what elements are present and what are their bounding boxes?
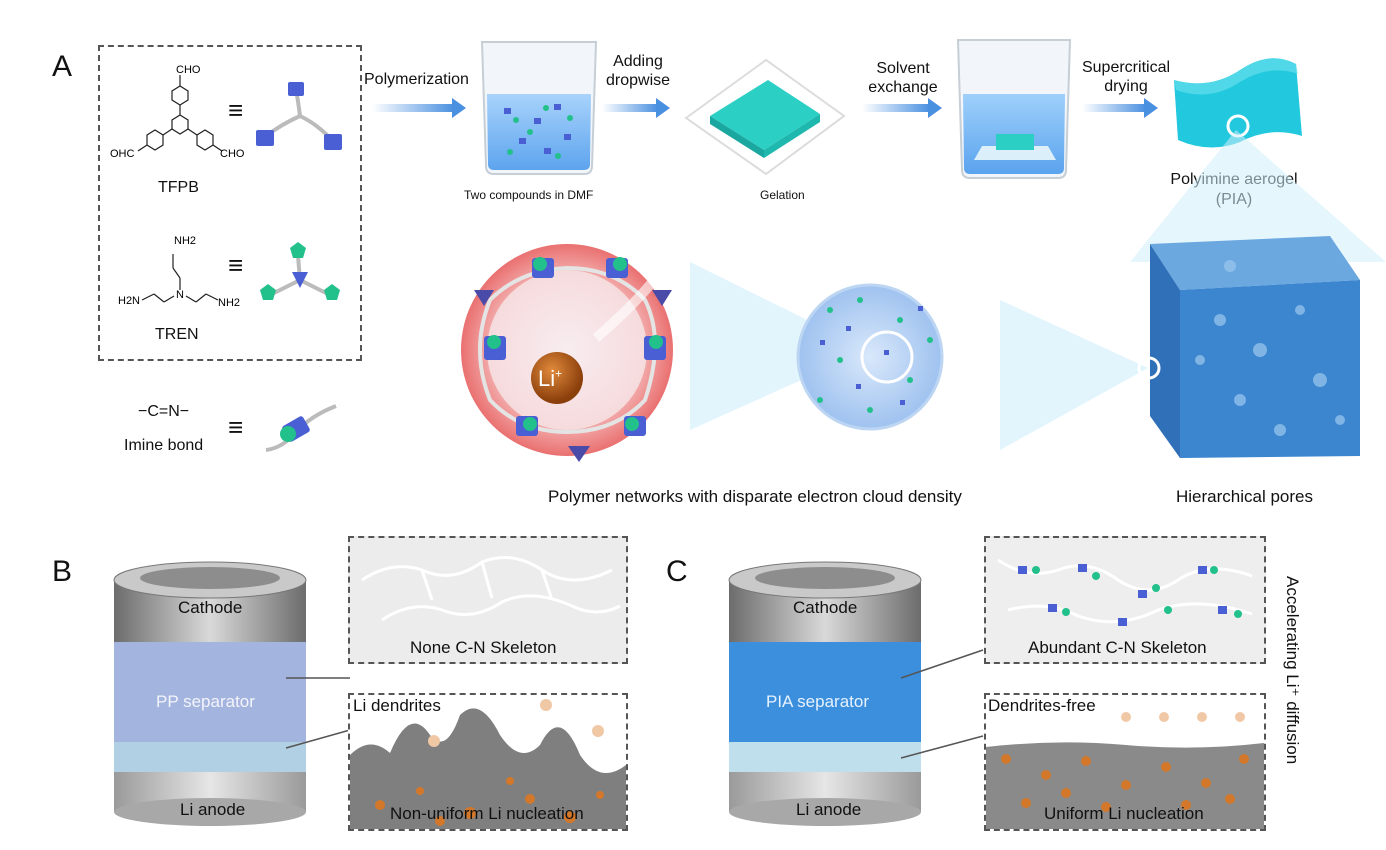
cathode-label-c: Cathode <box>793 598 858 617</box>
tfpb-model-icon <box>256 82 342 150</box>
pores-caption: Hierarchical pores <box>1176 487 1313 506</box>
tfpb-structure: CHO OHC CHO <box>110 64 245 160</box>
inset-c-skeleton-label: Abundant C-N Skeleton <box>1028 638 1207 657</box>
inset-b-dendrites-label: Li dendrites <box>353 696 441 715</box>
tren-structure: NH2 N H2N NH2 <box>118 235 240 309</box>
label-drying: drying <box>1104 78 1148 95</box>
label-solvent: Solvent <box>876 60 930 77</box>
anode-label-b: Li anode <box>180 800 246 819</box>
anode-label-c: Li anode <box>796 800 862 819</box>
beaker-monomers <box>480 41 598 175</box>
cathode-label-b: Cathode <box>178 598 243 617</box>
imine-formula: −C=N− <box>138 403 190 420</box>
tren-model-icon <box>260 242 340 300</box>
separator-label-c: PIA separator <box>766 692 870 711</box>
separator-label-b: PP separator <box>156 692 255 711</box>
network-zoom-graphic <box>461 130 1386 462</box>
network-caption: Polymer networks with disparate electron… <box>548 487 962 506</box>
imine-equiv: ≡ <box>228 412 244 442</box>
inset-b-skeleton-graphic <box>361 556 621 622</box>
label-exchange: exchange <box>868 79 938 96</box>
panel-label-b: B <box>52 555 73 588</box>
imine-model-icon <box>265 404 337 452</box>
tfpb-name: TFPB <box>158 179 199 196</box>
beaker-solvent-exchange <box>956 39 1072 179</box>
inset-c-skeleton <box>984 536 1266 664</box>
ring-nodes <box>474 257 672 462</box>
inset-c-dendrites-label: Dendrites-free <box>988 696 1096 715</box>
arrow-solvent <box>862 98 942 118</box>
aerogel-piece <box>1174 58 1302 148</box>
inset-b-skeleton <box>348 536 628 664</box>
arrow-polymerization <box>372 98 466 118</box>
tfpb-ohc-left: OHC <box>110 148 135 160</box>
tfpb-cho-top: CHO <box>176 64 201 76</box>
inset-b-dendrites-graphic <box>350 699 626 829</box>
tren-n: N <box>176 289 184 301</box>
label-two-compounds: Two compounds in DMF <box>464 188 594 202</box>
tfpb-cho-right: CHO <box>220 148 245 160</box>
inset-c-dendrites-graphic <box>986 712 1264 829</box>
porous-cube <box>1137 236 1360 458</box>
process-arrows <box>372 98 1158 118</box>
side-label-diffusion: Accelerating Li⁺ diffusion <box>1283 576 1302 765</box>
inset-b-skeleton-label: None C-N Skeleton <box>410 638 557 657</box>
label-supercritical: Supercritical <box>1081 59 1171 76</box>
inset-c-skeleton-graphic <box>997 558 1253 626</box>
battery-pia <box>728 561 984 826</box>
tren-nh2-right: NH2 <box>218 297 240 309</box>
battery-pp <box>113 561 351 826</box>
li-ion-charge: + <box>555 366 563 381</box>
tren-equiv: ≡ <box>228 250 244 280</box>
imine-name: Imine bond <box>124 437 204 454</box>
inset-b-nucleation-label: Non-uniform Li nucleation <box>390 804 584 823</box>
inset-c-nucleation-label: Uniform Li nucleation <box>1044 804 1204 823</box>
panel-label-a: A <box>52 50 73 83</box>
li-ion-label: Li+ <box>538 366 562 392</box>
arrow-supercritical <box>1082 98 1158 118</box>
label-polymerization: Polymerization <box>364 71 469 88</box>
label-adding: Adding <box>613 53 663 70</box>
label-gelation: Gelation <box>760 188 805 202</box>
arrow-adding <box>602 98 670 118</box>
gel-slab <box>684 58 846 176</box>
li-ion-text: Li <box>538 366 556 391</box>
monomer-box <box>98 45 362 361</box>
tfpb-equiv: ≡ <box>228 95 244 125</box>
tren-h2n: H2N <box>118 295 140 307</box>
panel-label-c: C <box>666 555 688 588</box>
tren-nh2-top: NH2 <box>174 235 196 247</box>
label-dropwise: dropwise <box>605 72 671 89</box>
tren-name: TREN <box>155 326 199 343</box>
